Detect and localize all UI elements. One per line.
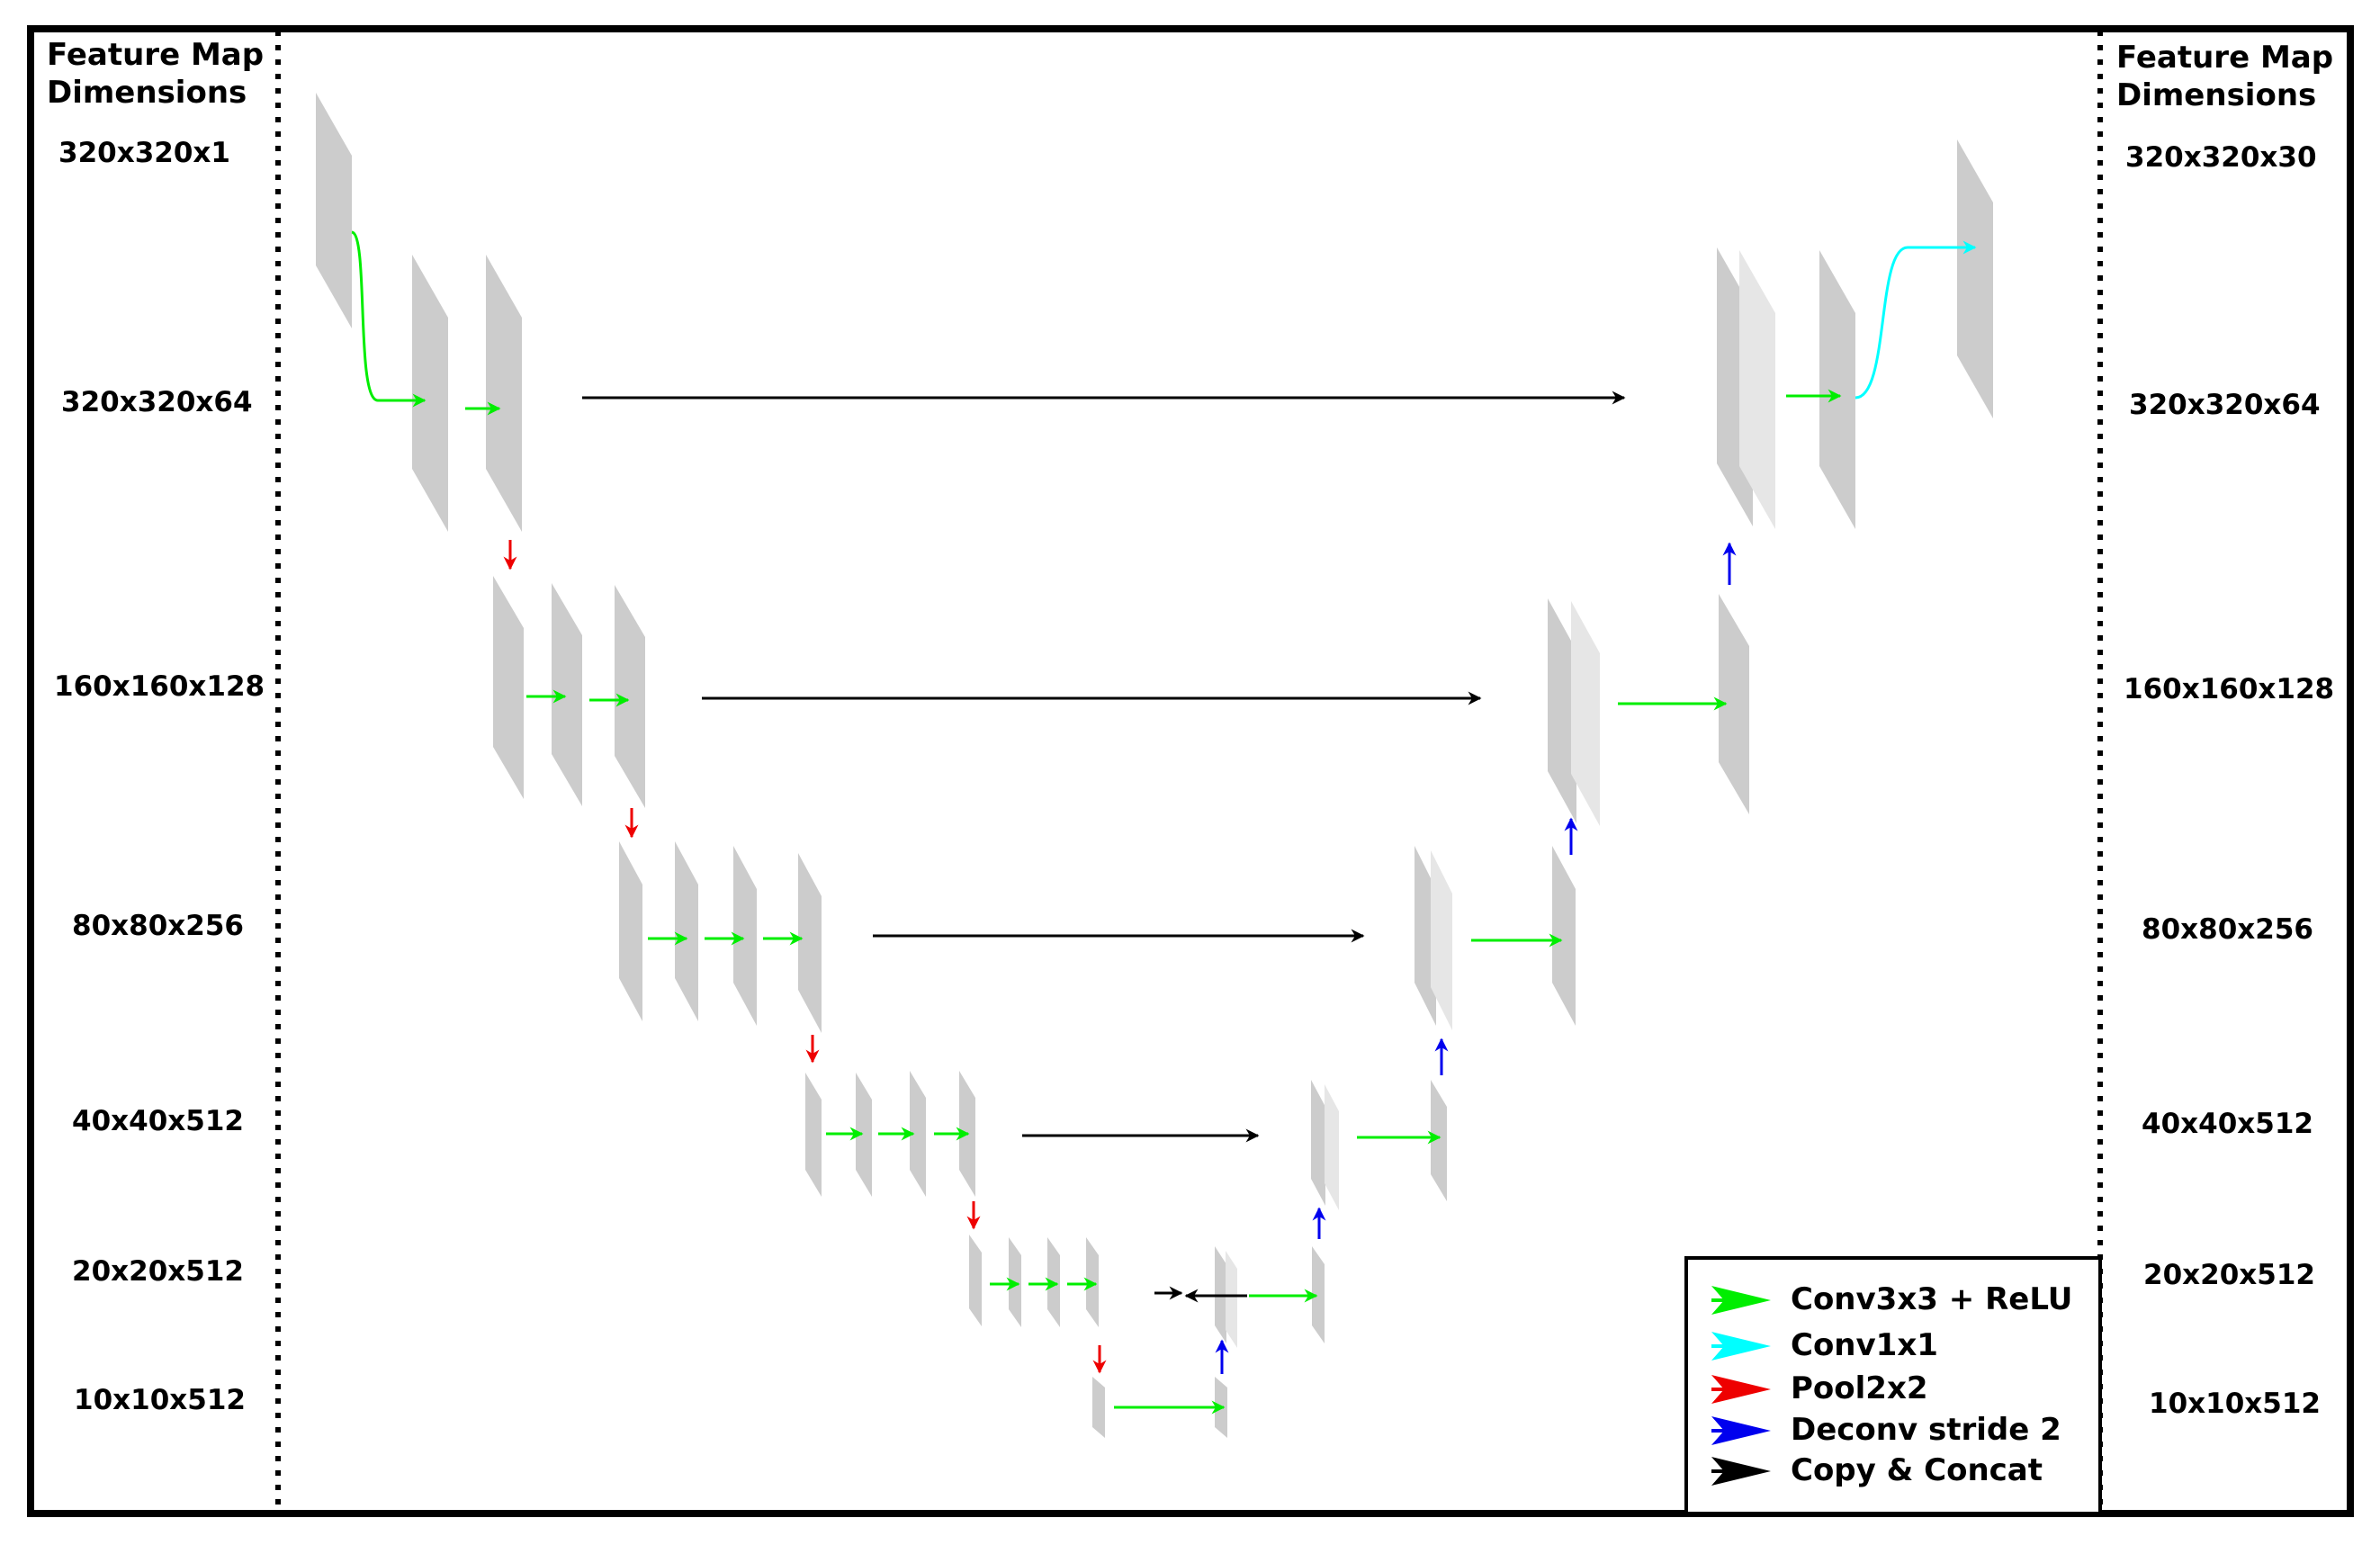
left-dim-label: 20x20x512 — [72, 1255, 244, 1288]
feature-map — [615, 585, 645, 808]
feature-map — [733, 846, 757, 1026]
legend-arrow-icon — [1711, 1375, 1771, 1404]
left-dim-label: 10x10x512 — [74, 1384, 246, 1416]
feature-map — [1009, 1237, 1021, 1327]
feature-map — [969, 1235, 982, 1326]
feature-map — [1548, 598, 1576, 823]
concat-map — [1325, 1084, 1339, 1210]
left-dim-label: 40x40x512 — [72, 1105, 244, 1137]
feature-map — [1312, 1246, 1325, 1343]
legend-label-deconv: Deconv stride 2 — [1791, 1412, 2061, 1448]
feature-map — [619, 841, 642, 1021]
concat-map — [1226, 1251, 1237, 1348]
conv1x1-arrow — [1855, 240, 1977, 400]
right-dim-label: 20x20x512 — [2143, 1259, 2315, 1291]
left-dim-label: 80x80x256 — [72, 910, 244, 942]
concat-map — [1739, 250, 1775, 529]
outer-frame — [27, 25, 2354, 1517]
legend-label-pool: Pool2x2 — [1791, 1370, 1928, 1406]
feature-map — [412, 255, 448, 532]
right-dim-label: 40x40x512 — [2142, 1108, 2313, 1140]
feature-map — [856, 1073, 872, 1197]
legend-label-conv1x1: Conv1x1 — [1791, 1327, 1938, 1363]
feature-map — [486, 255, 522, 532]
left-header-line1: Feature Map — [47, 37, 264, 73]
legend-arrow-icon — [1711, 1416, 1771, 1445]
feature-map — [675, 841, 698, 1021]
right-dim-label: 320x320x30 — [2125, 141, 2317, 174]
right-dim-label: 80x80x256 — [2142, 913, 2313, 946]
feature-map — [1719, 594, 1749, 814]
feature-map — [805, 1073, 822, 1197]
right-dim-label: 10x10x512 — [2149, 1388, 2321, 1420]
feature-map — [1086, 1237, 1099, 1327]
output-feature-map — [1957, 139, 1993, 418]
feature-maps — [316, 93, 1993, 1438]
legend: Conv3x3 + ReLU Conv1x1 Pool2x2 Deconv st… — [1684, 1256, 2102, 1515]
operation-arrows — [351, 230, 1977, 1415]
feature-map — [1819, 250, 1855, 529]
right-dim-label: 320x320x64 — [2129, 389, 2321, 421]
feature-map — [798, 853, 822, 1033]
legend-arrow-icon — [1711, 1332, 1771, 1361]
feature-map — [910, 1071, 926, 1197]
right-header-line1: Feature Map — [2116, 40, 2333, 76]
right-header-line2: Dimensions — [2116, 77, 2316, 113]
conv-arrow — [351, 230, 427, 408]
legend-label-concat: Copy & Concat — [1791, 1452, 2043, 1488]
feature-map — [493, 576, 524, 799]
right-dim-label: 160x160x128 — [2124, 673, 2334, 705]
feature-map — [1047, 1237, 1060, 1327]
feature-map — [1311, 1080, 1325, 1206]
feature-map — [1092, 1377, 1105, 1438]
concat-map — [1431, 850, 1452, 1030]
feature-map — [1552, 846, 1576, 1026]
legend-arrow-icon — [1711, 1286, 1771, 1315]
legend-label-conv3x3: Conv3x3 + ReLU — [1791, 1281, 2072, 1317]
left-header-line2: Dimensions — [47, 75, 247, 111]
legend-arrow-icon — [1711, 1457, 1771, 1486]
left-dim-label: 320x320x64 — [61, 386, 253, 418]
concat-map — [1571, 601, 1600, 826]
feature-map — [1431, 1080, 1447, 1201]
input-feature-map — [316, 93, 352, 328]
left-dim-label: 320x320x1 — [58, 137, 230, 169]
feature-map — [552, 583, 582, 806]
left-dim-label: 160x160x128 — [54, 670, 265, 703]
